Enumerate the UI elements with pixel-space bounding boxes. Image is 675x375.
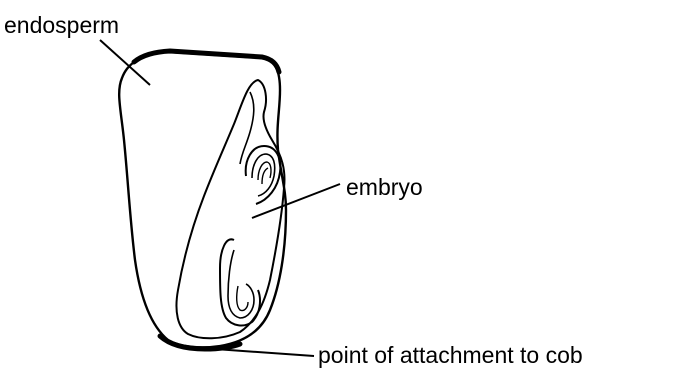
radicle-inner-1 bbox=[228, 250, 254, 318]
plumule-inner-3 bbox=[262, 168, 268, 184]
leader-line-endosperm bbox=[100, 40, 150, 85]
embryo-outline bbox=[176, 80, 284, 338]
leader-line-embryo bbox=[252, 184, 340, 218]
kernel-top-edge bbox=[134, 51, 279, 72]
label-embryo: embryo bbox=[346, 176, 423, 199]
radicle-inner-2 bbox=[237, 286, 248, 311]
label-point-of-attachment: point of attachment to cob bbox=[318, 344, 583, 367]
radicle-outer bbox=[220, 239, 260, 325]
label-endosperm: endosperm bbox=[4, 14, 119, 37]
leader-line-attachment bbox=[215, 349, 314, 356]
